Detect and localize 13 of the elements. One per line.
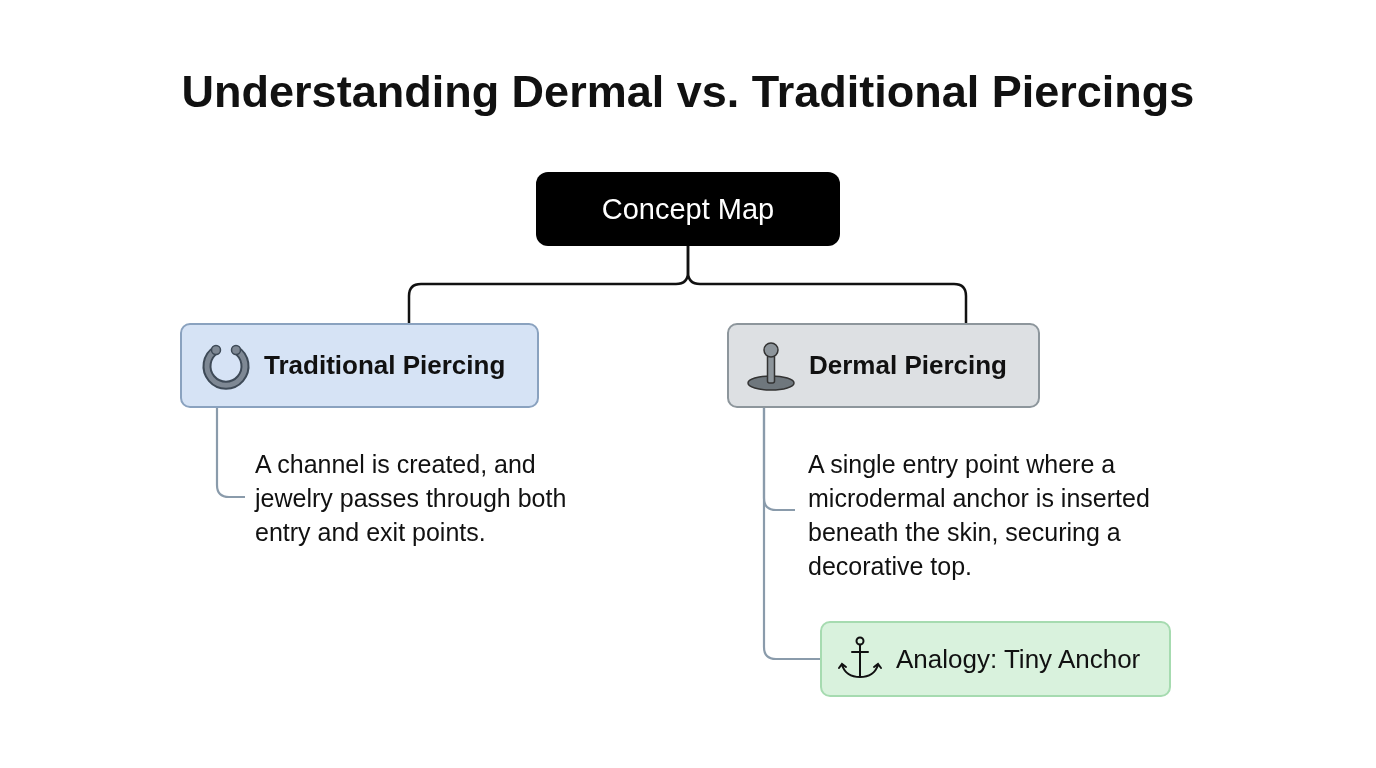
description-text: A single entry point where a microdermal anchor is inserted beneath the skin, securing a decorative top. bbox=[795, 447, 1165, 592]
analogy-box bbox=[820, 621, 1171, 697]
connector-line bbox=[686, 246, 968, 323]
category-box bbox=[727, 323, 1040, 408]
description-text: A channel is created, and jewelry passes through both entry and exit points. bbox=[245, 447, 590, 557]
connector-line bbox=[215, 408, 245, 499]
node-label: Dermal Piercing bbox=[809, 350, 1007, 381]
root-box: Concept Map bbox=[536, 172, 840, 246]
connector-line bbox=[762, 408, 820, 661]
category-box bbox=[180, 323, 539, 408]
node-label: Traditional Piercing bbox=[264, 350, 506, 381]
node-label: Analogy: Tiny Anchor bbox=[896, 643, 1141, 675]
diagram-title: Understanding Dermal vs. Traditional Piercings bbox=[180, 66, 1196, 118]
